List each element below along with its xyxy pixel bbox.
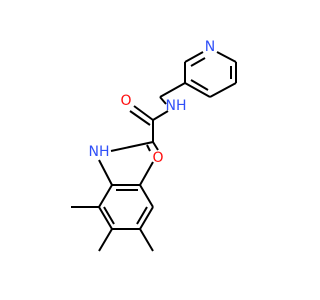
mesityl-bond — [139, 184, 154, 208]
pyridine-nitrogen-label: N — [205, 39, 215, 55]
methyl-bond — [139, 228, 154, 252]
amide-aryl-bond — [98, 159, 113, 186]
amide-bond — [110, 141, 154, 152]
pyridine-double-bond — [190, 57, 206, 67]
amide-nh-top-label: NH — [166, 98, 187, 114]
bond-layer — [71, 51, 237, 252]
mesityl-bond — [98, 206, 113, 230]
carbonyl-oxygen-left-label: O — [120, 93, 131, 109]
amide-bond — [152, 110, 169, 121]
carbonyl-double-bond — [146, 144, 151, 152]
methyl-bond — [139, 161, 154, 186]
mesityl-bond — [139, 206, 154, 230]
mesityl-double-bond — [103, 206, 115, 225]
pyridine-bond — [216, 51, 237, 63]
pyridine-bond — [184, 82, 211, 98]
carbonyl-bond — [152, 141, 159, 151]
pyridine-bond — [209, 82, 237, 98]
methyl-bond — [98, 228, 113, 252]
atom-label-layer: N NH NH O O — [89, 39, 216, 166]
structure-diagram: N NH NH O O — [71, 39, 237, 252]
mesityl-bond — [98, 184, 113, 208]
molecule-canvas: N NH NH O O — [71, 39, 237, 252]
pyridine-double-bond — [190, 79, 209, 91]
methylene-bond — [159, 82, 186, 98]
methylene-bond — [159, 96, 167, 105]
amide-nh-left-label: NH — [89, 144, 110, 160]
carbonyl-bond — [133, 105, 154, 121]
carbonyl-oxygen-right-label: O — [152, 150, 163, 166]
carbonyl-double-bond — [129, 110, 151, 126]
mesityl-double-bond — [136, 206, 148, 225]
pyridine-bond — [184, 51, 204, 63]
